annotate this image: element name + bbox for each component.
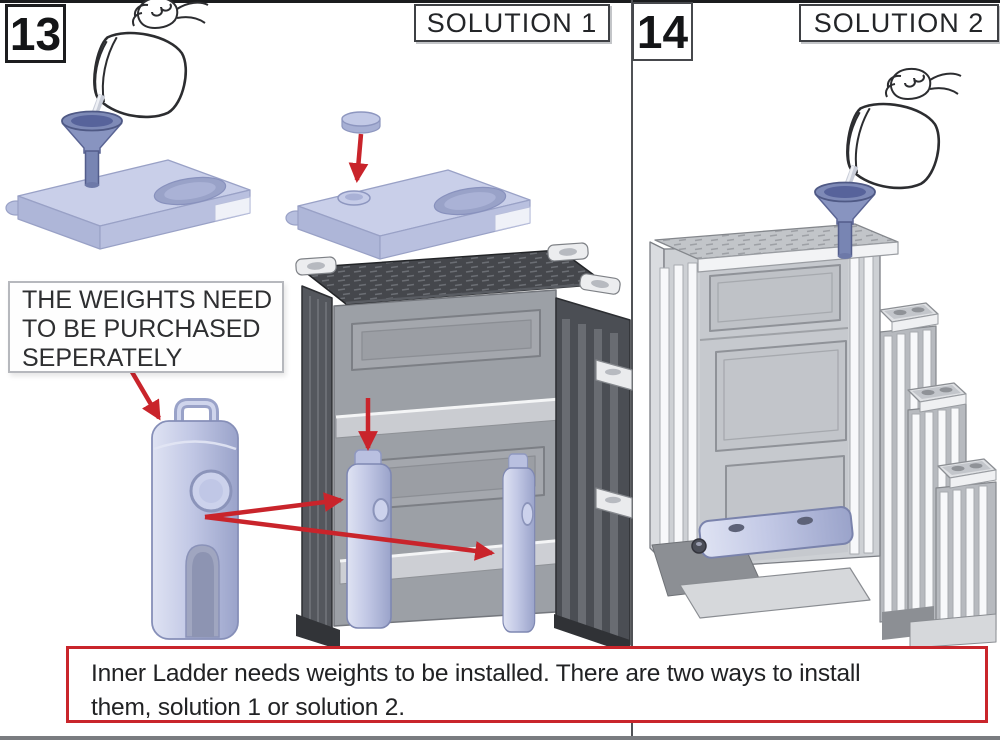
illustration-layer (5, 0, 997, 648)
step-14-label: 14 (632, 2, 693, 61)
red-arrows (130, 370, 495, 561)
weight-location-arrow (204, 492, 344, 520)
panel-divider (631, 0, 633, 737)
step-13-label: 13 (5, 4, 66, 63)
note-line-2: TO BE PURCHASED (22, 315, 261, 343)
step-ladder-light-icon (649, 223, 997, 648)
tread-corner-tab (294, 256, 338, 276)
solution1-illustration (5, 0, 633, 648)
inner-ladder-note: Inner Ladder needs weights to be install… (66, 646, 988, 723)
note-pointer-arrow (130, 370, 161, 421)
footer-line-1: Inner Ladder needs weights to be install… (91, 660, 861, 687)
weights-purchase-note: THE WEIGHTS NEED TO BE PURCHASED SEPERAT… (8, 281, 284, 373)
tread-corner-tab (546, 242, 590, 262)
solution2-illustration (649, 69, 997, 648)
note-line-1: THE WEIGHTS NEED (22, 286, 273, 314)
page-top-border (0, 0, 1000, 3)
pouring-hand-bucket-icon (62, 0, 208, 188)
note-line-3: SEPERATELY (22, 344, 183, 372)
bottle-weight-icon (151, 398, 239, 640)
solution-2-title: SOLUTION 2 (799, 4, 999, 42)
flat-weight-icon (285, 169, 531, 260)
page-bottom-border (0, 736, 1000, 740)
weight-cap-icon (341, 111, 381, 134)
tread-corner-tab (578, 272, 622, 296)
flat-weight-icon (5, 159, 251, 250)
side-step-tab (595, 359, 633, 519)
inner-ladder-dark-icon (294, 242, 633, 648)
weight-location-arrow (204, 514, 495, 561)
mounted-weight-icon (502, 453, 536, 633)
footer-line-2: them, solution 1 or solution 2. (91, 694, 405, 721)
installed-weight-icon (691, 506, 854, 559)
cap-insert-arrow (348, 133, 369, 183)
solution-1-title: SOLUTION 1 (414, 4, 610, 42)
